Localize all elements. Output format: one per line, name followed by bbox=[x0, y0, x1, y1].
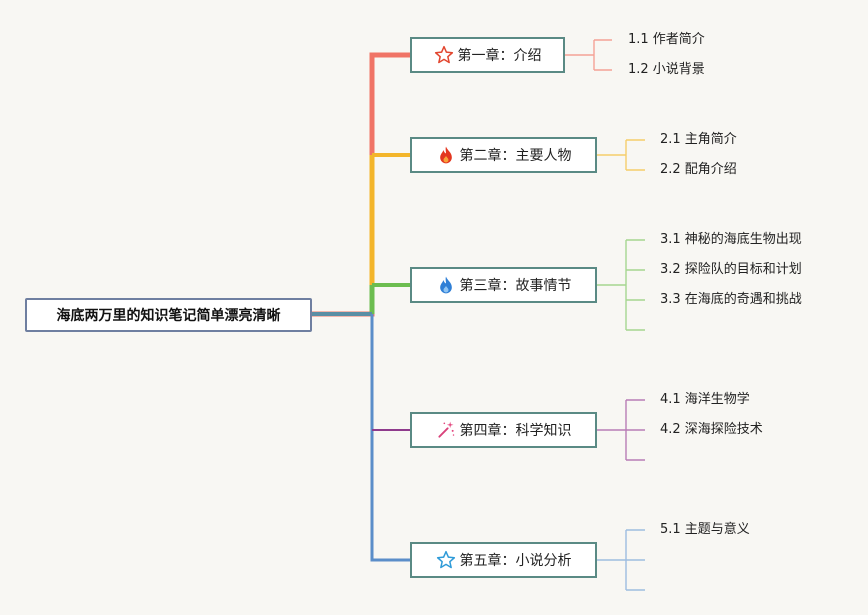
chapter-3-item-2[interactable]: 3.2 探险队的目标和计划 bbox=[660, 262, 802, 277]
connector-ch5-leaves bbox=[596, 529, 645, 591]
star-icon bbox=[434, 45, 454, 65]
magic-wand-icon bbox=[436, 420, 456, 440]
chapter-5-item-1[interactable]: 5.1 主题与意义 bbox=[660, 522, 750, 537]
connector-trunk-ch5 bbox=[370, 314, 412, 562]
blue-flame-icon bbox=[436, 275, 456, 295]
chapter-2-label: 第二章：主要人物 bbox=[459, 148, 572, 164]
chapter-3-label: 第三章：故事情节 bbox=[459, 278, 572, 294]
chapter-1-item-2[interactable]: 1.2 小说背景 bbox=[628, 62, 705, 77]
connector-root-ch1 bbox=[312, 52, 412, 317]
flame-icon bbox=[436, 145, 456, 165]
connector-ch4-leaves bbox=[596, 399, 645, 461]
chapter-3-item-3[interactable]: 3.3 在海底的奇遇和挑战 bbox=[660, 292, 802, 307]
root-topic-label: 海底两万里的知识笔记简单漂亮清晰 bbox=[56, 308, 281, 324]
chapter-1-label: 第一章：介绍 bbox=[457, 48, 542, 64]
chapter-3-node[interactable]: 第三章：故事情节 bbox=[410, 267, 597, 303]
connector-ch2-leaves bbox=[596, 139, 645, 171]
chapter-3-item-1[interactable]: 3.1 神秘的海底生物出现 bbox=[660, 232, 802, 247]
blue-star-icon bbox=[436, 550, 456, 570]
chapter-5-node[interactable]: 第五章：小说分析 bbox=[410, 542, 597, 578]
chapter-4-item-2[interactable]: 4.2 深海探险技术 bbox=[660, 422, 763, 437]
chapter-2-item-2[interactable]: 2.2 配角介绍 bbox=[660, 162, 737, 177]
chapter-4-label: 第四章：科学知识 bbox=[459, 423, 572, 439]
root-topic[interactable]: 海底两万里的知识笔记简单漂亮清晰 bbox=[25, 298, 312, 332]
chapter-1-item-1[interactable]: 1.1 作者简介 bbox=[628, 32, 705, 47]
chapter-4-item-1[interactable]: 4.1 海洋生物学 bbox=[660, 392, 750, 407]
chapter-5-label: 第五章：小说分析 bbox=[459, 553, 572, 569]
chapter-4-node[interactable]: 第四章：科学知识 bbox=[410, 412, 597, 448]
chapter-2-item-1[interactable]: 2.1 主角简介 bbox=[660, 132, 737, 147]
connector-ch1-leaves bbox=[565, 39, 612, 71]
chapter-2-node[interactable]: 第二章：主要人物 bbox=[410, 137, 597, 173]
connector-ch3-leaves bbox=[596, 239, 645, 331]
chapter-1-node[interactable]: 第一章：介绍 bbox=[410, 37, 565, 73]
